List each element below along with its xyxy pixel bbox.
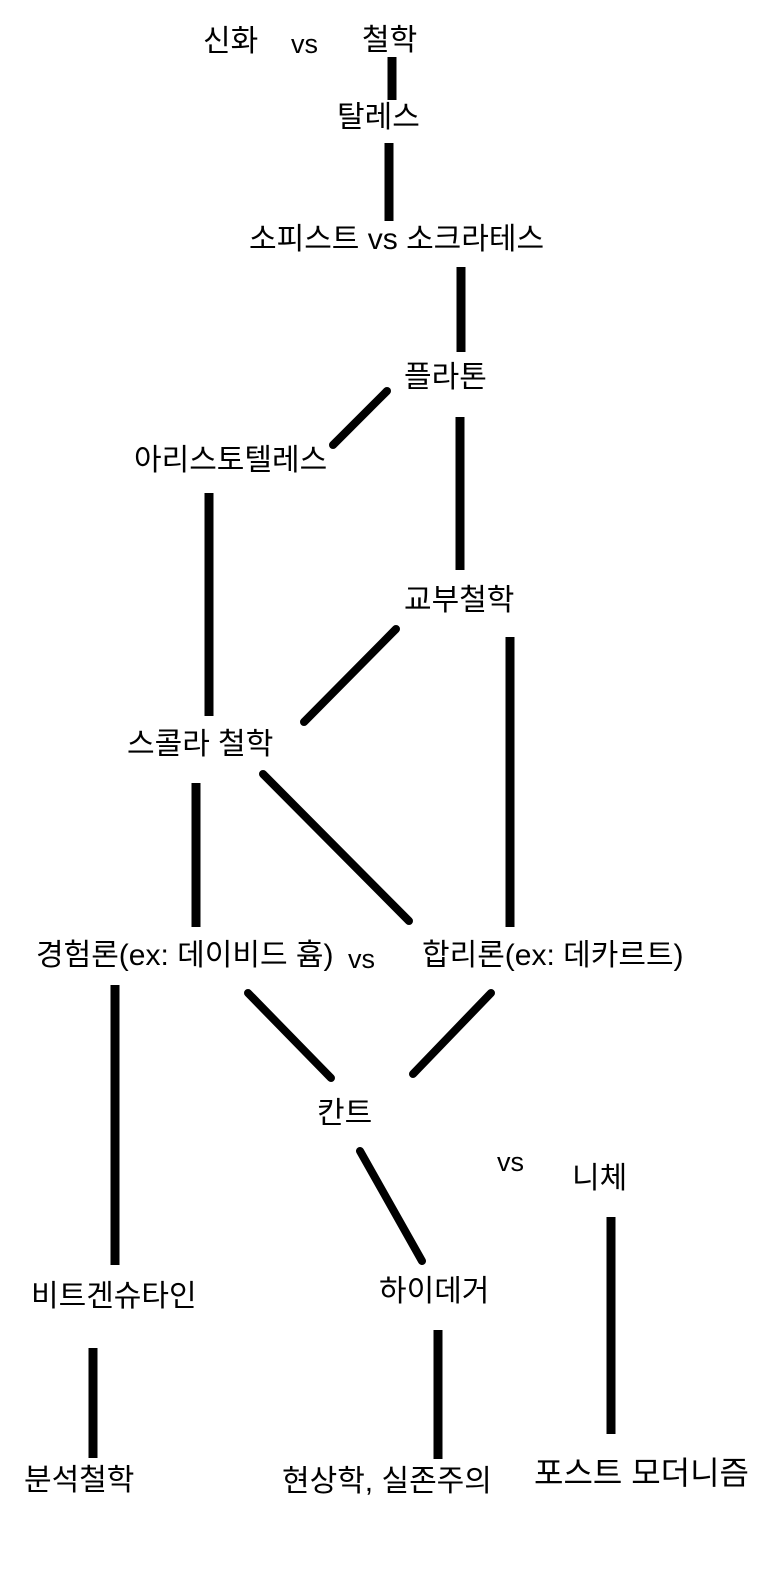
node-scholastic-philosophy-label: 스콜라 철학: [127, 728, 274, 761]
node-patristic-philosophy-label: 교부철학: [404, 584, 515, 617]
node-phenomenology-existentialism-label: 현상학, 실존주의: [282, 1465, 492, 1498]
node-nietzsche-label: 니체: [572, 1162, 628, 1195]
node-empiricism-label: 경험론(ex: 데이비드 흄): [36, 939, 334, 972]
node-sophists-vs-socrates-label: 소피스트 vs 소크라테스: [249, 223, 545, 256]
node-philosophy-label: 철학: [362, 24, 418, 57]
node-analytic-philosophy-label: 분석철학: [24, 1464, 135, 1497]
node-plato-label: 플라톤: [404, 361, 487, 394]
node-wittgenstein-label: 비트겐슈타인: [31, 1280, 197, 1313]
node-vs-top-label: vs: [291, 29, 318, 59]
edge-plato-to-aristotle: [329, 387, 391, 449]
edge-kant-to-heidegger: [356, 1147, 426, 1265]
node-rationalism-label: 합리론(ex: 데카르트): [422, 939, 684, 972]
node-postmodernism-label: 포스트 모더니즘: [534, 1455, 749, 1491]
edge-patristic-to-scholastic: [300, 625, 400, 726]
edge-rationalism-to-kant: [409, 989, 495, 1078]
node-myth-label: 신화: [203, 25, 259, 58]
node-aristotle-label: 아리스토텔레스: [134, 444, 328, 477]
node-heidegger-label: 하이데거: [379, 1275, 490, 1308]
edge-scholastic-to-rationalism: [259, 770, 413, 925]
node-vs-lower-label: vs: [497, 1147, 524, 1177]
node-vs-mid-label: vs: [348, 944, 375, 974]
node-thales-label: 탈레스: [337, 101, 420, 134]
edge-empiricism-to-kant: [244, 989, 335, 1082]
node-kant-label: 칸트: [317, 1097, 373, 1130]
